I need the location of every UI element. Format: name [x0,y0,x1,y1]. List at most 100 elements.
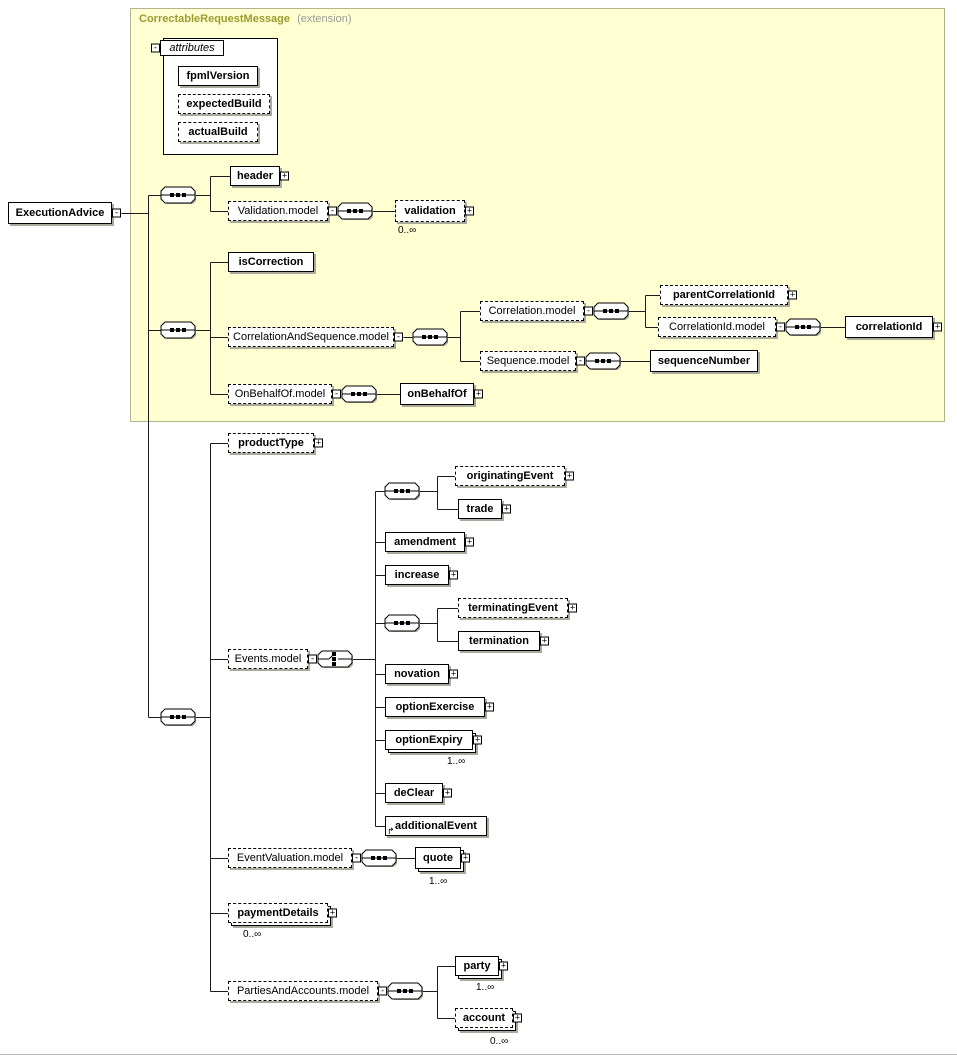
correlation-id-element-plus-toggle[interactable]: + [933,321,942,332]
de-clear-element-label: deClear [393,787,435,799]
sequence-model[interactable]: Sequence.model- [480,351,585,371]
option-expiry-element[interactable]: optionExpiry+ [385,730,482,750]
events-model-minus-toggle[interactable]: - [308,654,317,664]
option-expiry-element-plus-toggle[interactable]: + [473,734,482,745]
cardinality-label: 0..∞ [398,225,417,236]
amendment-element-label: amendment [394,536,456,548]
payment-details-element-plus-toggle[interactable]: + [328,907,337,918]
novation-element-plus-toggle[interactable]: + [449,668,458,679]
validation-model[interactable]: Validation.model- [228,201,337,221]
novation-element[interactable]: novation+ [385,664,458,684]
originating-event-element[interactable]: originatingEvent+ [455,466,574,486]
on-behalf-of-model-minus-toggle[interactable]: - [332,389,341,399]
header-element[interactable]: header+ [230,166,289,186]
parties-and-accounts-model-minus-toggle[interactable]: - [378,986,387,996]
attributes-collapse-toggle[interactable]: - [151,43,160,53]
header-element-plus-toggle[interactable]: + [280,170,289,181]
sequence-compositor-icon[interactable] [383,613,421,633]
sequence-compositor-icon[interactable] [159,320,197,340]
party-element[interactable]: party+ [455,956,508,976]
events-model[interactable]: Events.model- [228,649,317,669]
sequence-compositor-icon[interactable] [383,481,421,501]
option-exercise-element-plus-toggle[interactable]: + [485,701,494,712]
on-behalf-of-model[interactable]: OnBehalfOf.model- [228,384,341,404]
parent-correlation-id-element[interactable]: parentCorrelationId+ [660,285,797,305]
sequence-compositor-icon[interactable] [159,707,197,727]
product-type-element[interactable]: productType+ [228,433,323,453]
de-clear-element-plus-toggle[interactable]: + [443,787,452,798]
payment-details-element[interactable]: paymentDetails + [228,903,337,923]
account-element[interactable]: account + [455,1008,522,1028]
amendment-element[interactable]: amendment + [385,532,474,552]
validation-element-label: validation [404,205,456,217]
correlation-and-sequence-model[interactable]: CorrelationAndSequence.model- [228,327,403,347]
correlation-model-minus-toggle[interactable]: - [584,306,593,316]
execution-advice-minus-toggle[interactable]: - [112,208,121,218]
event-valuation-model[interactable]: EventValuation.model- [228,848,361,868]
sequence-number-element-label: sequenceNumber [657,355,751,367]
trade-element[interactable]: trade + [458,499,511,519]
parent-correlation-id-element-plus-toggle[interactable]: + [788,289,797,300]
expected-build-attribute[interactable]: expectedBuild [178,94,270,114]
fpml-version-attribute[interactable]: fpmlVersion [178,66,258,86]
termination-element-plus-toggle[interactable]: + [540,635,549,646]
originating-event-element-plus-toggle[interactable]: + [565,470,574,481]
terminating-event-element-plus-toggle[interactable]: + [568,602,577,613]
quote-element-plus-toggle[interactable]: + [461,852,470,863]
correlation-id-model-minus-toggle[interactable]: - [776,322,785,332]
account-element-plus-toggle[interactable]: + [513,1012,522,1023]
correlation-and-sequence-model-minus-toggle[interactable]: - [394,332,403,342]
quote-element-label: quote [423,852,453,864]
on-behalf-of-element-plus-toggle[interactable]: + [474,388,483,399]
party-element-plus-toggle[interactable]: + [499,960,508,971]
amendment-element-plus-toggle[interactable]: + [465,536,474,547]
attributes-tab[interactable]: - attributes [151,40,224,56]
increase-element-plus-toggle[interactable]: + [449,569,458,580]
sequence-compositor-icon[interactable] [336,201,374,221]
quote-element[interactable]: quote + [415,847,470,869]
sequence-compositor-icon[interactable] [584,351,622,371]
execution-advice-label: ExecutionAdvice [15,207,105,219]
is-correction-element[interactable]: isCorrection [228,252,314,272]
event-valuation-model-minus-toggle[interactable]: - [352,853,361,863]
option-exercise-element[interactable]: optionExercise+ [385,697,494,717]
sequence-compositor-icon[interactable] [386,981,424,1001]
sequence-compositor-icon[interactable] [360,848,398,868]
correlation-id-model[interactable]: CorrelationId.model- [658,317,785,337]
sequence-compositor-icon[interactable] [340,384,378,404]
validation-element-plus-toggle[interactable]: + [465,205,474,216]
payment-details-element-label: paymentDetails [237,907,319,919]
sequence-compositor-icon[interactable] [159,185,197,205]
validation-model-minus-toggle[interactable]: - [328,206,337,216]
validation-element[interactable]: validation + [395,200,474,222]
sequence-compositor-icon[interactable] [592,301,630,321]
de-clear-element[interactable]: deClear + [385,783,452,803]
trade-element-label: trade [466,503,494,515]
cardinality-label: 1..∞ [429,876,448,887]
terminating-event-element-label: terminatingEvent [468,602,558,614]
termination-element[interactable]: termination+ [458,631,549,651]
on-behalf-of-model-label: OnBehalfOf.model [234,388,326,400]
on-behalf-of-element[interactable]: onBehalfOf+ [400,383,483,405]
correlation-model-label: Correlation.model [488,305,576,317]
correlation-id-element[interactable]: correlationId+ [845,316,942,338]
event-valuation-model-label: EventValuation.model [236,852,344,864]
sequence-compositor-icon[interactable] [411,327,449,347]
sequence-number-element[interactable]: sequenceNumber [650,350,758,372]
parties-and-accounts-model[interactable]: PartiesAndAccounts.model- [228,981,387,1001]
trade-element-plus-toggle[interactable]: + [502,503,511,514]
increase-element[interactable]: increase+ [385,565,458,585]
additional-event-element[interactable]: additionalEvent↱ [385,816,487,836]
actual-build-attribute[interactable]: actualBuild [178,122,258,142]
account-element-label: account [462,1012,506,1024]
terminating-event-element[interactable]: terminatingEvent + [458,598,577,618]
product-type-element-plus-toggle[interactable]: + [314,437,323,448]
choice-compositor-icon[interactable] [316,649,354,669]
execution-advice[interactable]: ExecutionAdvice- [8,202,121,224]
sequence-model-minus-toggle[interactable]: - [576,356,585,366]
sequence-compositor-icon[interactable] [784,317,822,337]
attributes-label: attributes [169,42,215,54]
correlation-model[interactable]: Correlation.model- [480,301,593,321]
